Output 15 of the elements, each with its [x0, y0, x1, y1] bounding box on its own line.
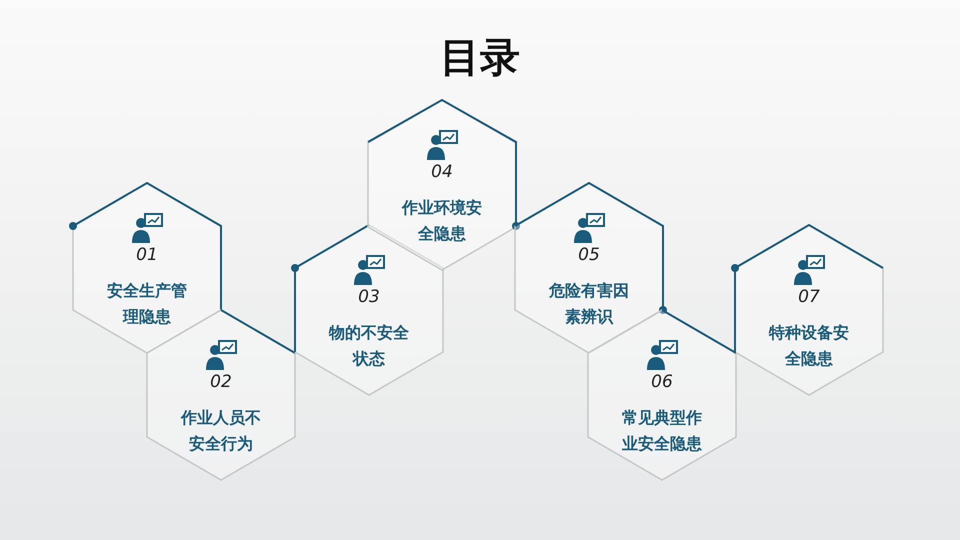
- section-number: 04: [430, 162, 454, 182]
- section-title: 危险有害因素辨识: [548, 280, 630, 328]
- section-number: 03: [357, 287, 381, 307]
- section-number: 02: [209, 372, 233, 392]
- section-title: 作业环境安全隐患: [400, 197, 483, 245]
- section-number: 07: [797, 287, 821, 307]
- section-title: 安全生产管理隐患: [106, 280, 188, 328]
- section-number: 01: [135, 245, 159, 265]
- section-title: 作业人员不安全行为: [180, 407, 262, 455]
- section-title: 特种设备安全隐患: [768, 322, 850, 370]
- section-number: 05: [577, 245, 601, 265]
- section-number: 06: [650, 372, 674, 392]
- title: 目录: [439, 34, 521, 83]
- section-title: 物的不安全状态: [328, 322, 410, 370]
- section-title: 常见典型作业安全隐患: [621, 407, 703, 455]
